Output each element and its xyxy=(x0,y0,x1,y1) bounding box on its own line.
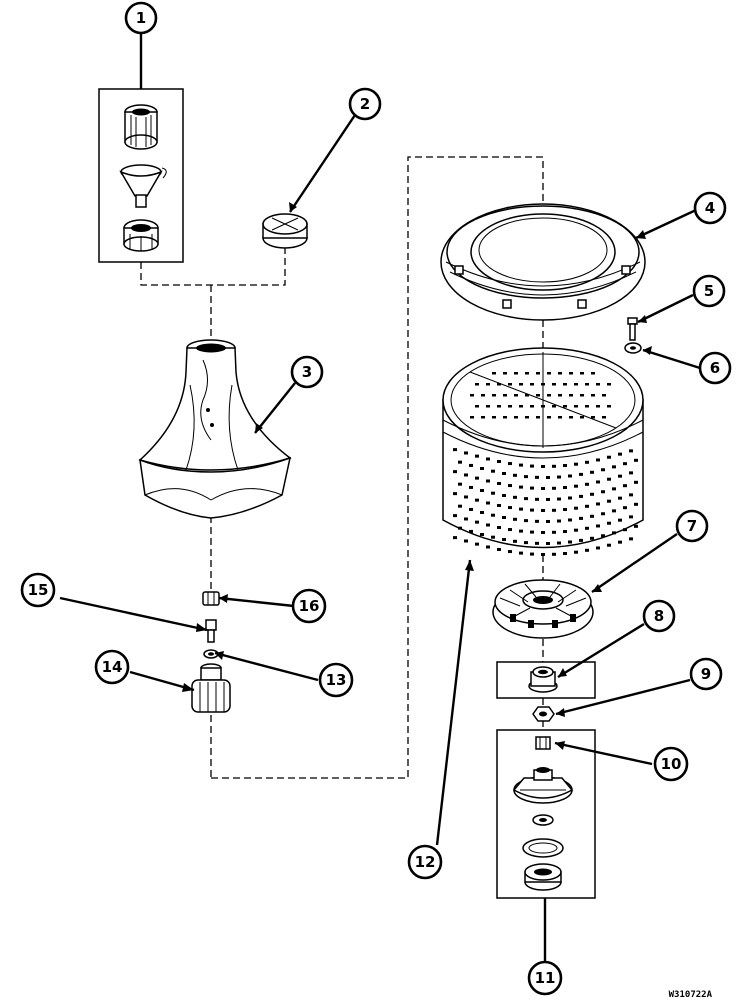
svg-text:16: 16 xyxy=(299,597,320,615)
part-8-seal xyxy=(496,661,596,699)
part-7-hub xyxy=(492,579,594,639)
callout-12: 12 xyxy=(407,844,443,880)
callout-1: 1 xyxy=(124,1,158,35)
callout-16: 16 xyxy=(291,588,327,624)
callout-14: 14 xyxy=(94,649,130,685)
svg-text:15: 15 xyxy=(28,581,49,599)
leader-lines xyxy=(59,34,701,962)
callout-6: 6 xyxy=(698,351,732,385)
callout-7: 7 xyxy=(675,509,709,543)
part-9-nut xyxy=(532,706,555,722)
callout-2: 2 xyxy=(348,87,382,121)
callout-8: 8 xyxy=(642,599,676,633)
part-15-bolt xyxy=(205,619,217,643)
svg-text:10: 10 xyxy=(661,755,682,773)
funnel xyxy=(119,164,167,208)
svg-text:1: 1 xyxy=(136,9,146,27)
part-2-cap xyxy=(262,213,308,249)
basket-perforations xyxy=(453,372,638,556)
svg-text:9: 9 xyxy=(701,665,711,683)
part-16-nut xyxy=(202,591,220,606)
callout-4: 4 xyxy=(693,191,727,225)
base-cap xyxy=(123,219,159,252)
svg-text:12: 12 xyxy=(415,853,436,871)
arrow-heads xyxy=(182,202,652,750)
part-12-spin-basket xyxy=(442,347,644,556)
svg-text:11: 11 xyxy=(535,969,556,987)
filter-cylinder xyxy=(124,104,158,150)
svg-text:13: 13 xyxy=(326,671,347,689)
callout-5: 5 xyxy=(692,274,726,308)
callout-15: 15 xyxy=(20,572,56,608)
drawing-code-label: W310722A xyxy=(669,990,713,1000)
part-14-coupling xyxy=(191,663,231,713)
part-5-screw xyxy=(627,317,638,341)
svg-text:14: 14 xyxy=(102,658,123,676)
svg-text:5: 5 xyxy=(704,282,714,300)
part-11-bearing-assembly xyxy=(496,729,596,899)
svg-text:8: 8 xyxy=(654,607,664,625)
svg-text:7: 7 xyxy=(687,517,697,535)
svg-text:4: 4 xyxy=(705,199,715,217)
assembly-dashed-lines xyxy=(140,156,544,779)
svg-text:2: 2 xyxy=(360,95,370,113)
part-6-washer xyxy=(624,342,642,354)
part-10-spline xyxy=(535,736,551,750)
callout-10: 10 xyxy=(653,746,689,782)
part-1-filter-assembly xyxy=(98,88,184,263)
callout-11: 11 xyxy=(527,960,563,996)
callout-13: 13 xyxy=(318,662,354,698)
callout-9: 9 xyxy=(689,657,723,691)
part-4-tub-ring xyxy=(440,203,646,321)
part-3-agitator xyxy=(138,339,292,519)
svg-text:3: 3 xyxy=(302,363,312,381)
callout-3: 3 xyxy=(290,355,324,389)
svg-text:6: 6 xyxy=(710,359,720,377)
